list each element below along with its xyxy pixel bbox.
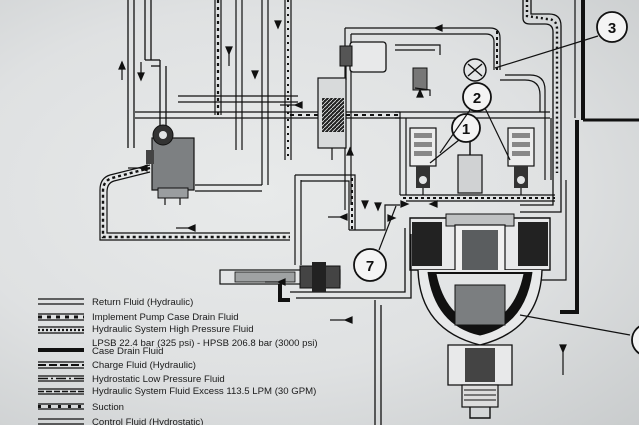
high-pressure-line-right: [520, 0, 562, 213]
implement-pump: [146, 124, 195, 205]
charge-pump-actuator: [219, 262, 341, 292]
hydrostatic-pump: [409, 213, 551, 419]
legend-label: Implement Pump Case Drain Fluid: [92, 312, 239, 323]
legend-item-low-pressure: Hydrostatic Low Pressure Fluid: [38, 374, 225, 385]
legend-label: Control Fluid (Hydrostatic): [92, 417, 203, 425]
legend-label: Case Drain Fluid: [92, 346, 163, 357]
legend-item-control: Control Fluid (Hydrostatic): [38, 417, 203, 425]
legend-item-return: Return Fluid (Hydraulic): [38, 297, 193, 308]
valve-block-lines: [400, 188, 555, 202]
callout-7: 7: [353, 205, 397, 282]
legend: Return Fluid (Hydraulic) Implement Pump …: [38, 297, 318, 425]
filter-element: [317, 77, 347, 160]
legend-item-suction: Suction: [38, 402, 124, 413]
legend-label: Hydrostatic Low Pressure Fluid: [92, 374, 225, 385]
callout-1: 1: [429, 113, 481, 164]
legend-item-charge: Charge Fluid (Hydraulic): [38, 360, 196, 371]
thick-return-line-right: [560, 0, 639, 314]
legend-item-excess: Hydraulic System Fluid Excess 113.5 LPM …: [38, 386, 316, 397]
callout-2: 2: [439, 82, 511, 161]
oil-filter: [339, 41, 387, 80]
relief-valve-right: [507, 127, 535, 188]
charge-relief-valve: [457, 140, 483, 194]
charge-line-loop-left: [99, 164, 400, 265]
callout-3: 3: [494, 11, 628, 69]
relief-valve-left: [409, 127, 437, 188]
callout-partial-right: [519, 314, 639, 355]
legend-label: Suction: [92, 402, 124, 413]
return-line-middle: [135, 95, 552, 195]
legend-item-case-drain: Implement Pump Case Drain Fluid: [38, 312, 239, 323]
return-line-left-top: [127, 0, 167, 148]
legend-label: Return Fluid (Hydraulic): [92, 297, 193, 308]
legend-item-thick: Case Drain Fluid: [38, 346, 163, 357]
legend-label: Hydraulic System High Pressure Fluid: [92, 324, 254, 335]
callout-1-number: 1: [462, 121, 470, 138]
callout-3-number: 3: [608, 20, 616, 37]
thin-lines-right: [540, 0, 576, 281]
legend-label: LPSB 22.4 bar (325 psi) - HPSB 206.8 bar…: [92, 338, 318, 349]
legend-label: Hydraulic System Fluid Excess 113.5 LPM …: [92, 386, 316, 397]
pump-inlet-lines: [278, 228, 412, 425]
flow-arrows: [118, 20, 567, 375]
callout-2-number: 2: [473, 90, 481, 107]
legend-item-high-pressure: Hydraulic System High Pressure Fluid: [38, 324, 254, 335]
callout-7-number: 7: [366, 258, 374, 275]
legend-label: Charge Fluid (Hydraulic): [92, 360, 196, 371]
case-drain-line-top: [214, 0, 292, 185]
